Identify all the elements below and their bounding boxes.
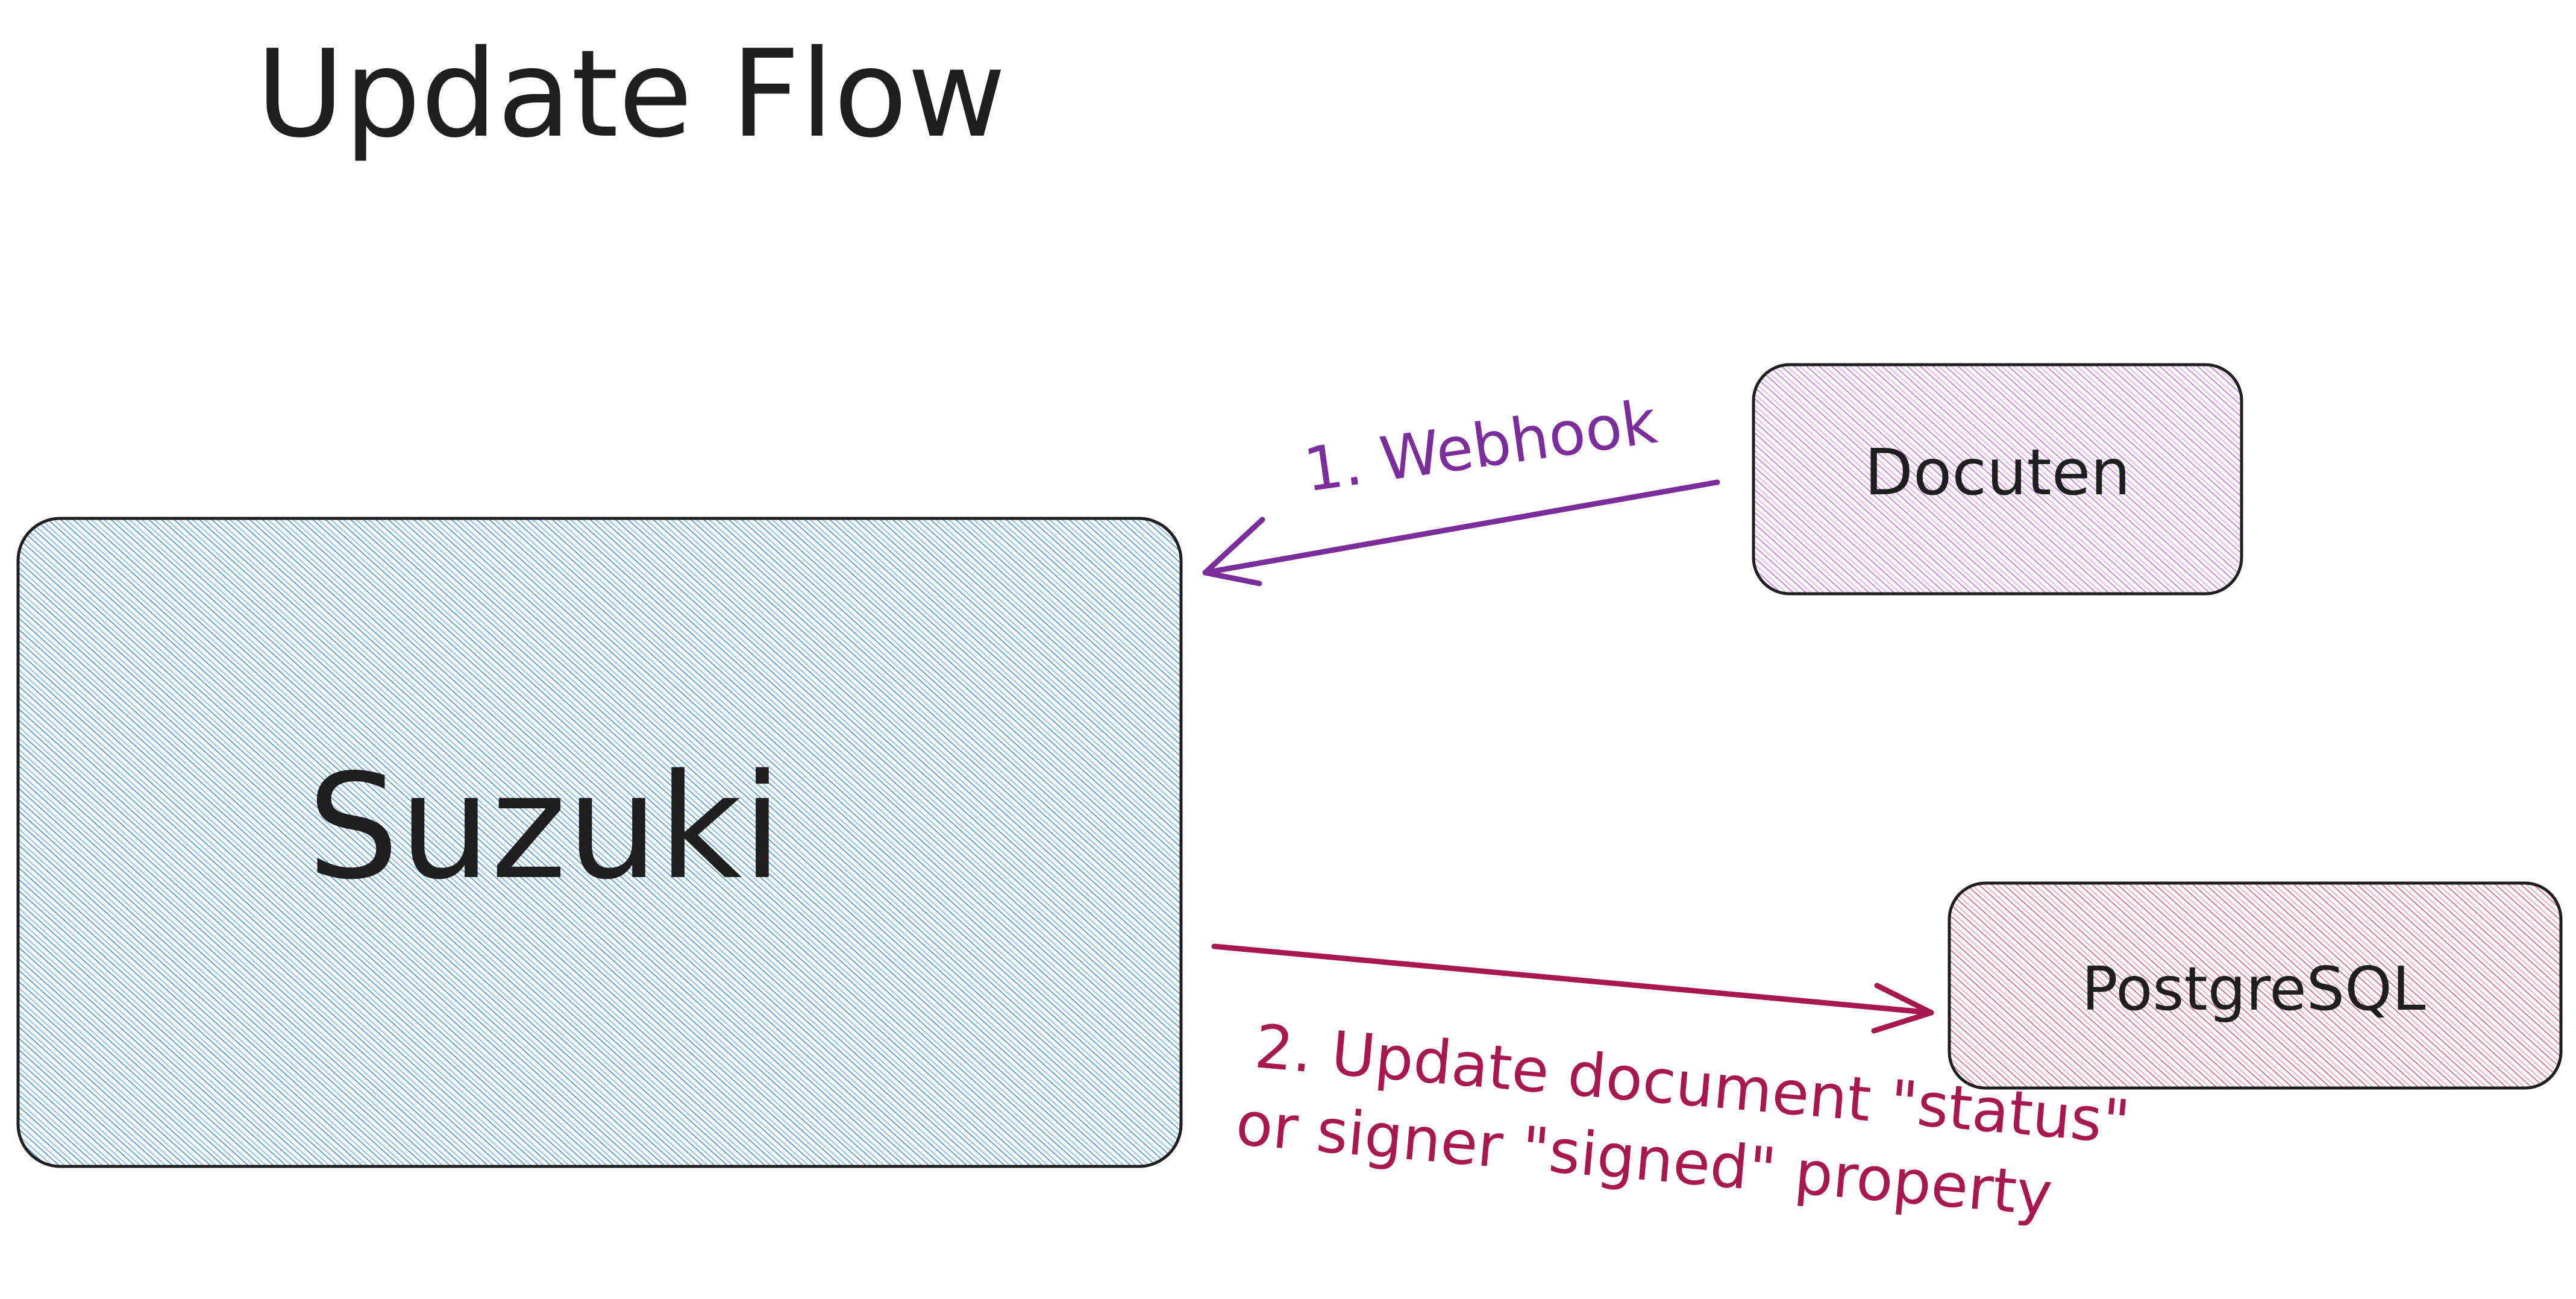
webhook-arrow-shaft (1202, 479, 1720, 576)
postgresql-label: PostgreSQL (2081, 954, 2425, 1024)
suzuki-label: Suzuki (307, 743, 782, 911)
update-arrowhead-icon (1871, 983, 1934, 1034)
postgresql-box (1948, 881, 2563, 1090)
webhook-arrowhead-icon (1202, 517, 1265, 587)
docuten-label: Docuten (1864, 436, 2131, 509)
update-arrow-shaft (1211, 943, 1934, 1016)
suzuki-box (16, 517, 1183, 1168)
postgresql-node[interactable]: PostgreSQL (1948, 881, 2563, 1090)
diagram-title: Update Flow (256, 24, 1006, 165)
webhook-arrow[interactable] (1202, 479, 1720, 587)
update-arrow[interactable] (1211, 943, 1934, 1034)
docuten-box (1752, 363, 2243, 596)
docuten-node[interactable]: Docuten (1752, 363, 2243, 596)
webhook-label: 1. Webhook (1300, 386, 1661, 506)
suzuki-node[interactable]: Suzuki (16, 517, 1183, 1168)
